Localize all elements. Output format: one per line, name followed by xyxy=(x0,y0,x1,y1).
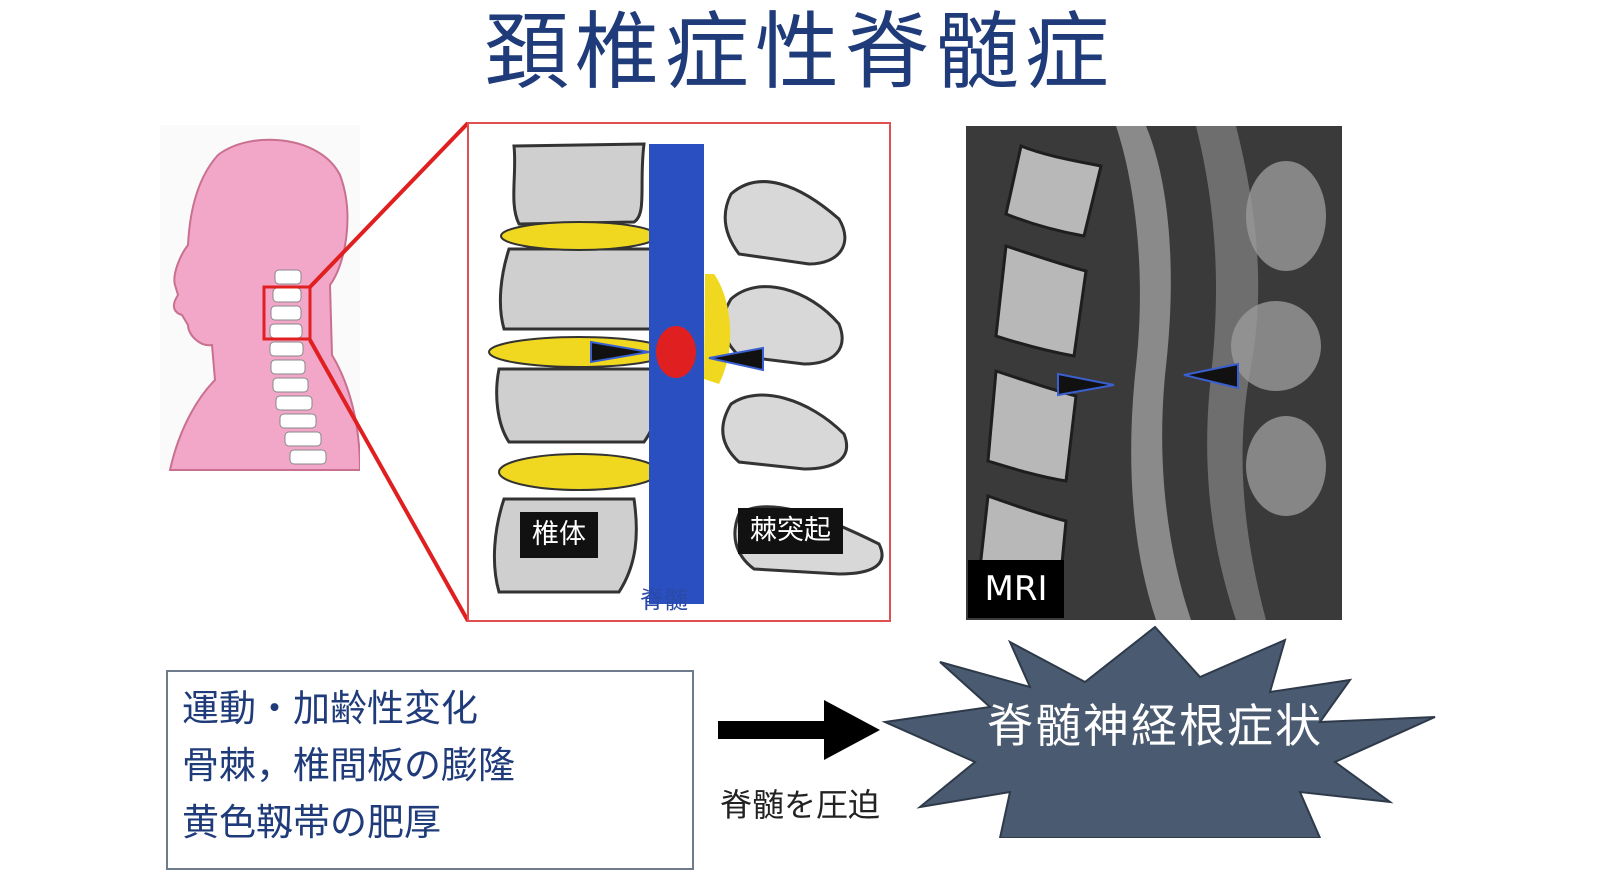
compression-site xyxy=(656,326,696,378)
cause-line-1: 運動・加齢性変化 xyxy=(182,687,478,730)
zoom-connector-lines xyxy=(308,121,470,622)
right-arrow-icon xyxy=(718,700,880,760)
arrowhead-posterior xyxy=(708,346,764,372)
label-vertebral-body: 椎体 xyxy=(520,512,598,558)
mri-arrowhead-anterior xyxy=(1057,372,1115,397)
arrowhead-anterior xyxy=(590,340,650,364)
page-title: 頚椎症性脊髄症 xyxy=(484,3,1115,101)
causes-box: 運動・加齢性変化 骨棘，椎間板の膨隆 黄色靱帯の肥厚 xyxy=(166,670,694,870)
cause-line-3: 黄色靱帯の肥厚 xyxy=(182,801,441,844)
arrow-caption: 脊髄を圧迫 xyxy=(720,786,881,824)
intervertebral-discs xyxy=(488,221,670,491)
mri-image xyxy=(966,126,1342,620)
mri-label: MRI xyxy=(968,560,1064,618)
mri-arrowhead-posterior xyxy=(1183,362,1239,390)
ligamentum-flavum xyxy=(704,274,731,384)
zoom-highlight-box xyxy=(262,285,312,341)
cause-line-2: 骨棘，椎間板の膨隆 xyxy=(182,744,515,787)
explosion-burst-shape xyxy=(881,625,1436,838)
label-spinous-process: 棘突起 xyxy=(738,508,843,554)
cervical-spine-sketch xyxy=(269,269,327,465)
result-text: 脊髄神経根症状 xyxy=(987,699,1323,753)
head-silhouette-illustration xyxy=(160,125,360,471)
label-spinal-cord: 脊髄 xyxy=(640,586,688,614)
